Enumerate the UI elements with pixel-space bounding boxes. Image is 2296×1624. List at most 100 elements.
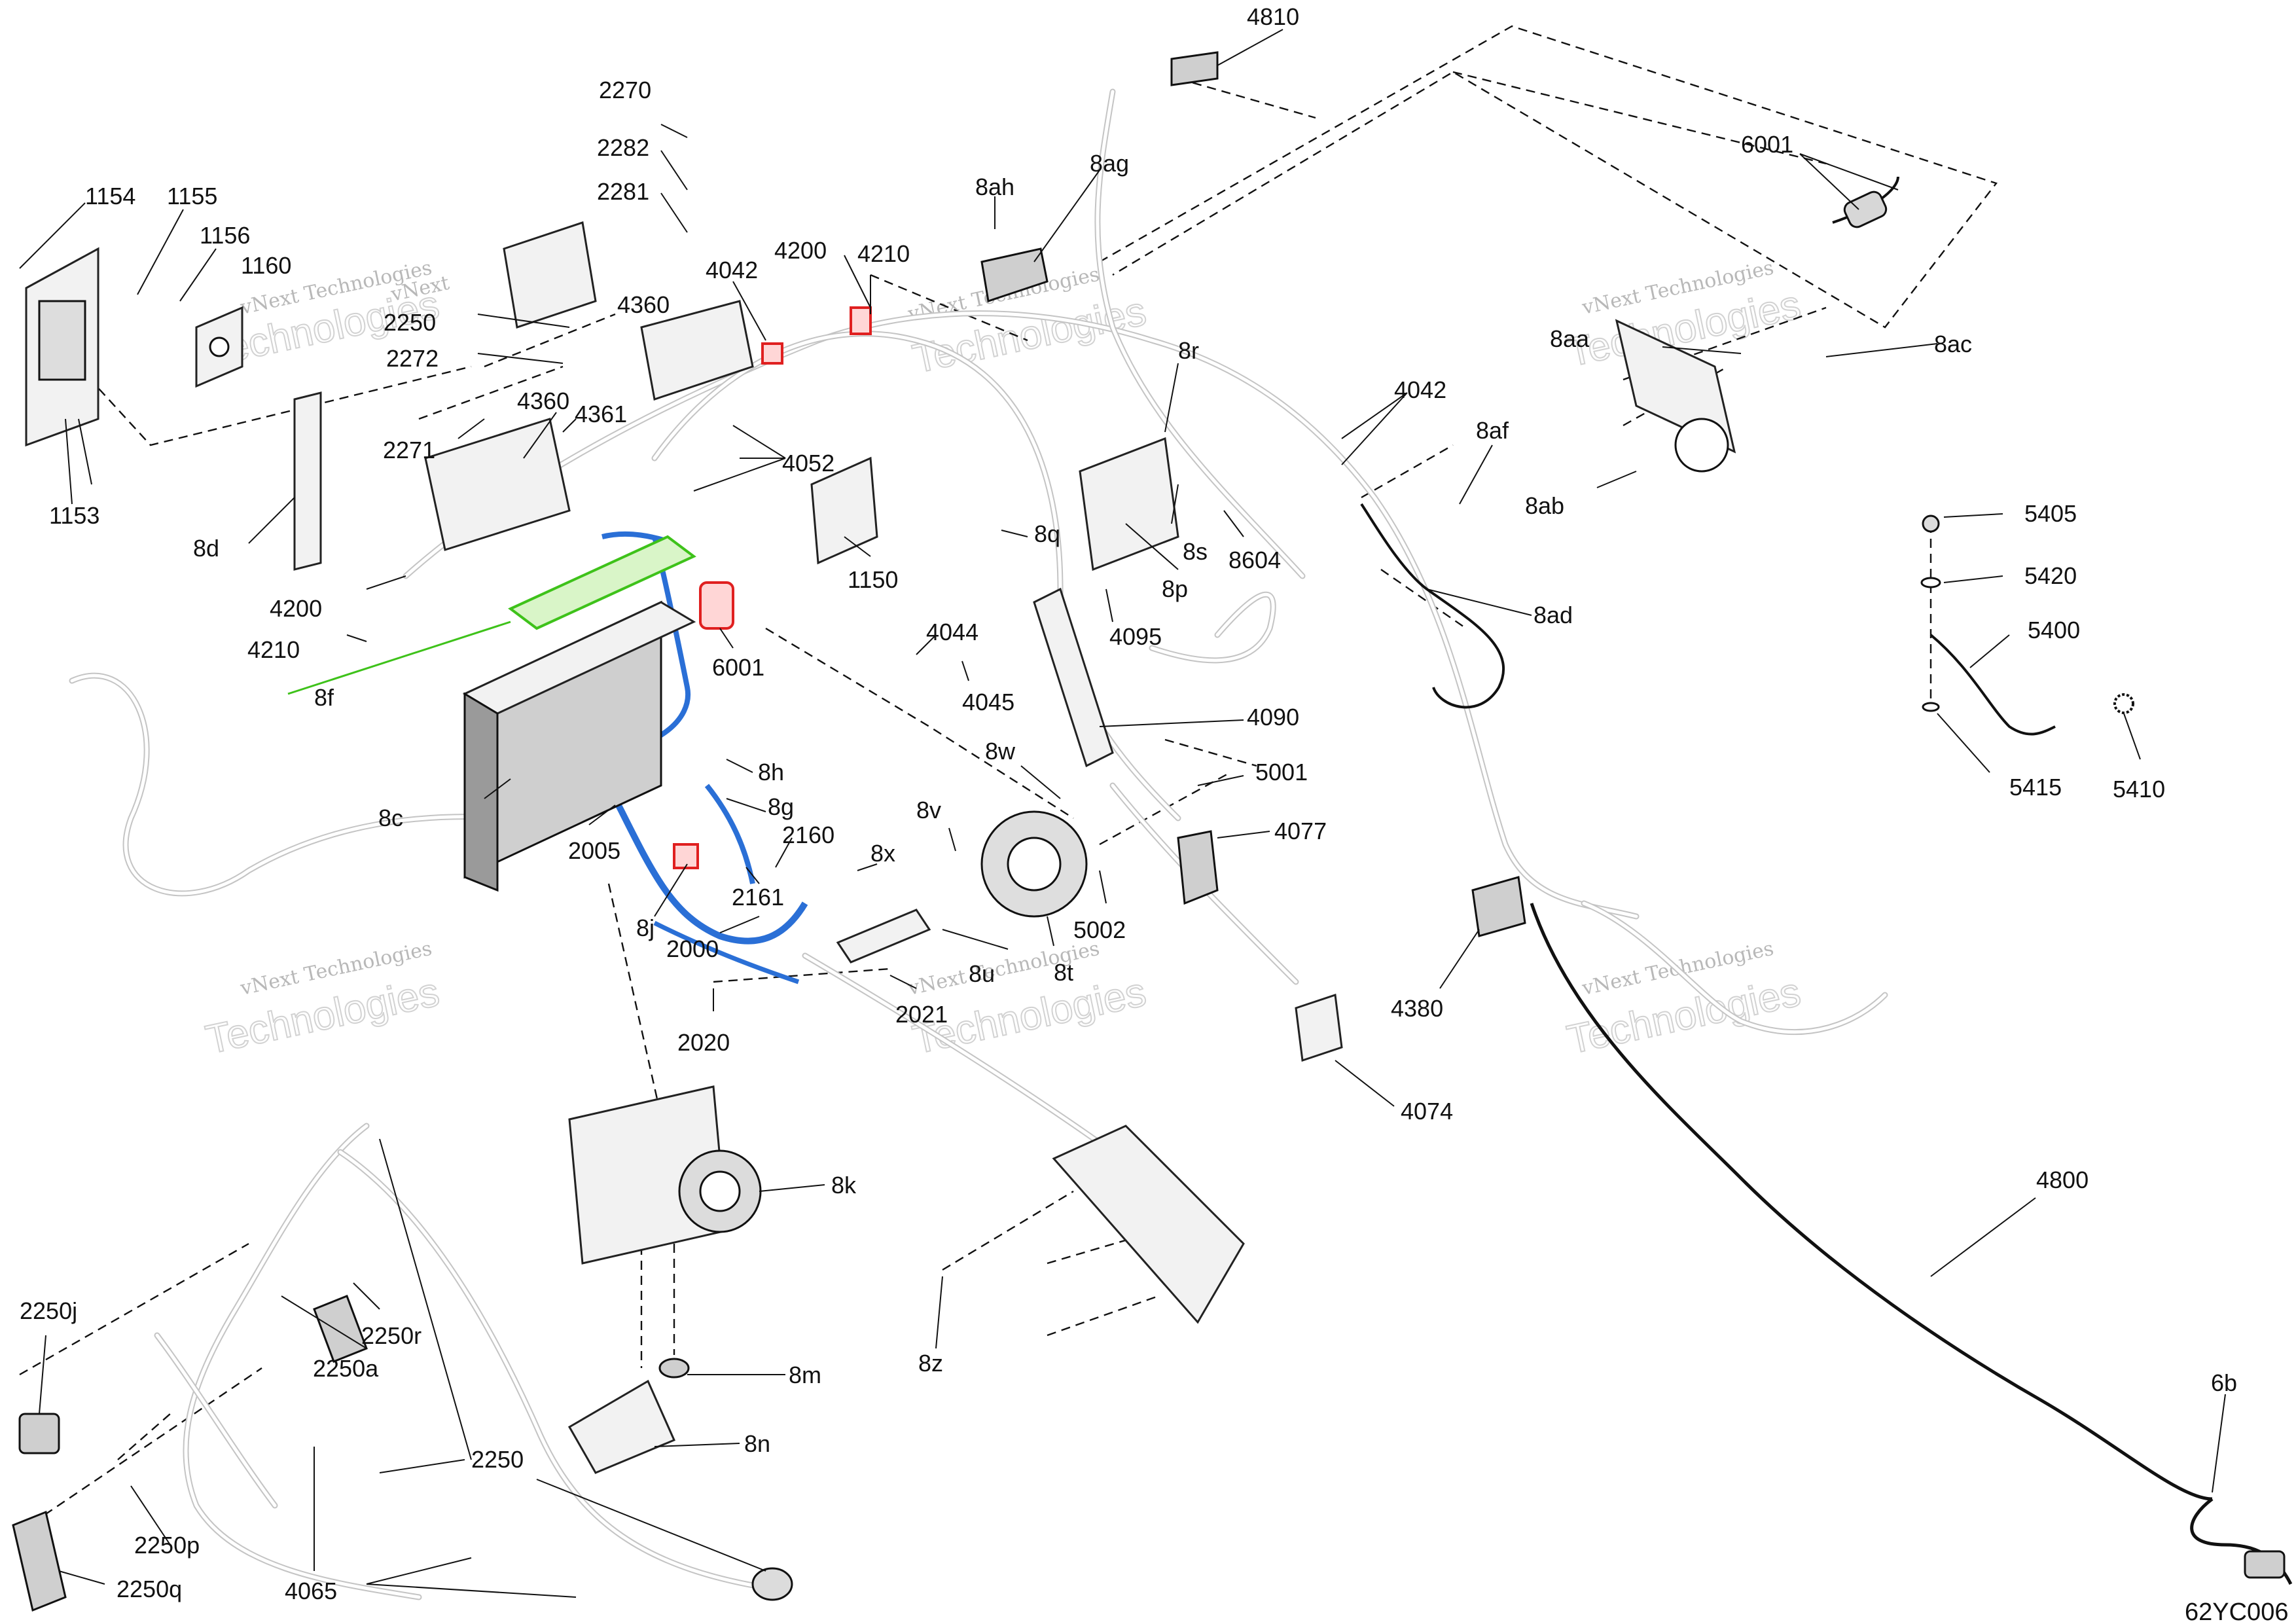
part-label: 5410 xyxy=(2113,776,2165,803)
part-label: 2270 xyxy=(599,77,651,103)
part-label: 6b xyxy=(2211,1369,2237,1396)
bracket-2250q xyxy=(12,1510,67,1612)
part-label: 8h xyxy=(758,759,784,785)
part-label: 5002 xyxy=(1073,916,1126,943)
part-label: 2160 xyxy=(782,821,834,848)
cable-4800 xyxy=(1530,903,2213,1501)
dashed-leader xyxy=(1623,365,1729,427)
part-label: 4042 xyxy=(1394,376,1446,403)
drawing-code: 62YC006 xyxy=(2185,1598,2288,1624)
part-label: 2250 xyxy=(471,1446,524,1473)
dashed-leader xyxy=(484,313,616,368)
connector-6b xyxy=(2244,1550,2286,1579)
part-label: 8f xyxy=(314,684,334,711)
part-label: 2020 xyxy=(677,1029,730,1056)
dashed-leader xyxy=(1380,569,1467,629)
bracket-4090 xyxy=(1033,587,1114,768)
part-label: 4361 xyxy=(575,401,627,427)
part-label: 2021 xyxy=(895,1001,948,1028)
part-label: 8p xyxy=(1162,575,1188,602)
part-label: 2282 xyxy=(597,134,649,161)
part-label: 2250j xyxy=(20,1297,77,1324)
part-labels: 4810 6001 8ah 8ag 2270 2282 2281 1154 11… xyxy=(20,3,2237,1604)
part-label: 1150 xyxy=(848,566,898,593)
bracket-8ad xyxy=(1360,503,1505,709)
connector-4077 xyxy=(1177,830,1219,905)
module-1150 xyxy=(810,456,878,565)
dashed-leader xyxy=(1099,25,1998,329)
part-label: 4077 xyxy=(1274,818,1327,844)
pedal-bracket xyxy=(1052,1125,1245,1324)
part-label: 4095 xyxy=(1109,623,1162,650)
part-label: 1155 xyxy=(167,183,217,209)
part-label: 8z xyxy=(918,1350,943,1377)
leader-lines xyxy=(19,29,2226,1598)
part-label: 2000 xyxy=(666,935,719,962)
part-label: 8u xyxy=(969,960,995,987)
part-label: 8k xyxy=(831,1172,857,1199)
part-label: 8ag xyxy=(1090,150,1129,177)
switch-4810 xyxy=(1170,51,1219,86)
strip-8d xyxy=(293,391,322,571)
dashed-leader xyxy=(117,1413,171,1460)
connector-2250j xyxy=(18,1413,60,1454)
grommet-8m xyxy=(658,1358,690,1379)
part-label: 8ah xyxy=(975,173,1014,200)
dashed-leader xyxy=(1099,771,1231,846)
bracket-8u xyxy=(836,909,931,964)
part-label: 8m xyxy=(789,1362,821,1388)
dashed-leader xyxy=(713,967,891,983)
part-label: 1160 xyxy=(241,252,291,279)
clip-4074 xyxy=(1295,993,1343,1062)
connector-4380 xyxy=(1471,876,1526,937)
dashed-leader xyxy=(19,1242,249,1376)
part-label: 8q xyxy=(1034,520,1060,547)
part-label: 8w xyxy=(985,738,1016,765)
part-label: 2250q xyxy=(117,1576,182,1602)
dashed-leader xyxy=(78,365,472,446)
assembly-dashed-lines xyxy=(19,25,1998,1532)
part-label: 8ab xyxy=(1525,492,1564,519)
part-label: 6001 xyxy=(1741,131,1793,158)
part-label: 2271 xyxy=(383,437,435,463)
part-label: 4800 xyxy=(2036,1166,2089,1193)
part-label: 2005 xyxy=(568,837,620,864)
module-8p xyxy=(1079,437,1179,571)
bracket-8n xyxy=(567,1379,675,1474)
components xyxy=(12,51,2286,1612)
part-label: 4074 xyxy=(1401,1098,1453,1125)
dashed-leader xyxy=(1164,738,1257,767)
part-label: 4380 xyxy=(1391,995,1443,1022)
dashed-leader xyxy=(765,627,1074,820)
sensor-cable-5400 xyxy=(1929,634,2056,736)
part-label: 8r xyxy=(1178,337,1199,364)
part-label: 8s xyxy=(1183,538,1208,565)
part-label: 8604 xyxy=(1229,547,1281,573)
part-label: 4090 xyxy=(1247,704,1299,731)
part-label: 2250a xyxy=(313,1355,379,1382)
part-label: 8c xyxy=(378,804,403,831)
clip-2250r xyxy=(313,1295,368,1363)
sensor-6001 xyxy=(1843,190,1888,228)
part-label: 4210 xyxy=(857,240,910,267)
part-label: 8j xyxy=(636,914,655,941)
part-label: 5420 xyxy=(2024,562,2077,589)
part-label: 4810 xyxy=(1247,3,1299,30)
part-label: 4200 xyxy=(774,237,827,264)
dashed-leader xyxy=(942,1190,1074,1271)
part-label: 1156 xyxy=(200,222,250,249)
part-label: 8aa xyxy=(1550,325,1590,352)
part-label: 4042 xyxy=(706,257,758,283)
part-label: 5001 xyxy=(1255,759,1308,785)
part-label: 2161 xyxy=(732,884,784,911)
part-label: 8g xyxy=(768,793,794,820)
part-label: 4044 xyxy=(926,619,978,645)
dashed-leader xyxy=(1361,444,1454,499)
part-label: 8x xyxy=(870,840,895,867)
part-label: 2272 xyxy=(386,345,439,372)
part-label: 4065 xyxy=(285,1578,337,1604)
part-label: 4052 xyxy=(782,450,834,477)
part-label: 8ac xyxy=(1934,331,1972,357)
part-label: 8d xyxy=(193,535,219,562)
